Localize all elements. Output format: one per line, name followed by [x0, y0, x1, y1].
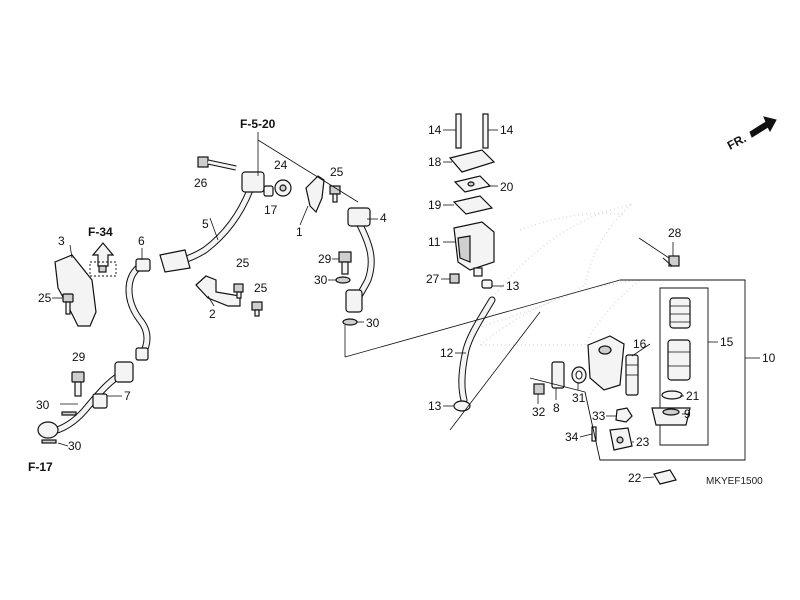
part-9-boot	[651, 407, 691, 426]
callout-25-left: 25	[38, 291, 52, 305]
callout-27: 27	[426, 272, 440, 286]
part-30-washers-left	[41, 403, 78, 447]
part-11-reservoir-tank	[453, 221, 495, 277]
callout-29-left: 29	[72, 350, 86, 364]
part-27-bolt	[449, 273, 460, 284]
callout-30-right-lower: 30	[366, 316, 380, 330]
callout-6: 6	[138, 234, 145, 248]
part-31-o-ring	[571, 366, 587, 384]
callout-28: 28	[668, 226, 682, 240]
callout-8: 8	[553, 401, 560, 415]
part-32-bolt	[533, 383, 545, 395]
callout-24: 24	[274, 158, 288, 172]
callout-20: 20	[500, 180, 514, 194]
direction-label: FR.	[725, 131, 749, 152]
wing-logo-watermark	[468, 203, 643, 346]
joint-frame	[529, 377, 700, 461]
part-28-bolt	[662, 255, 680, 267]
piston-spring	[669, 297, 691, 329]
part-23-joint	[609, 427, 633, 451]
part-6-brake-hose	[125, 258, 151, 361]
callout-26: 26	[194, 176, 208, 190]
callout-12: 12	[440, 346, 454, 360]
part-5-brake-hose	[159, 171, 265, 273]
part-15-piston-kit-frame	[659, 287, 718, 446]
part-22-clip	[653, 469, 677, 485]
ref-f34: F-34	[88, 225, 113, 239]
part-12-reservoir-hose	[458, 296, 496, 404]
callout-30-left-upper: 30	[36, 398, 50, 412]
callout-13-top: 13	[506, 279, 520, 293]
callout-17: 17	[264, 203, 278, 217]
callout-4: 4	[380, 211, 387, 225]
part-7-brake-hose	[37, 361, 134, 439]
callout-14-right: 14	[500, 123, 514, 137]
piston	[667, 339, 691, 381]
part-30-washers-right	[335, 276, 358, 326]
callout-32: 32	[532, 405, 546, 419]
part-21-circlip	[661, 390, 683, 400]
front-direction-arrow-icon	[749, 116, 777, 138]
master-cylinder-body	[587, 335, 625, 391]
f520-leader	[257, 132, 359, 203]
callout-22: 22	[628, 471, 642, 485]
part-29-banjo-bolt-right	[338, 251, 352, 275]
part-25-bolt-left	[62, 293, 74, 315]
callout-1: 1	[296, 225, 303, 239]
f34-arrow-icon	[89, 242, 117, 277]
callout-31: 31	[572, 391, 586, 405]
ref-f17: F-17	[28, 460, 53, 474]
part-13-clip-bottom	[453, 400, 471, 412]
diagram-code: MKYEF1500	[706, 476, 763, 487]
part-16-push-rod	[625, 354, 639, 396]
callout-2: 2	[209, 307, 216, 321]
callout-25-mid: 25	[236, 256, 250, 270]
part-25-bolt-top	[329, 185, 341, 203]
callout-3: 3	[58, 234, 65, 248]
callout-leaders	[52, 129, 690, 479]
callout-25-top: 25	[330, 165, 344, 179]
part-4-brake-hose	[345, 207, 375, 313]
part-8-fitting	[551, 361, 565, 389]
callout-34: 34	[565, 430, 579, 444]
part-19-diaphragm	[452, 195, 494, 215]
callout-25-lower: 25	[254, 281, 268, 295]
part-26-bolt	[197, 156, 237, 171]
part-1-hose-clamp	[305, 175, 325, 214]
part-33-nut	[615, 407, 633, 423]
part-13-clip-top	[481, 279, 493, 289]
callout-7: 7	[124, 389, 131, 403]
callout-18: 18	[428, 155, 442, 169]
callout-15: 15	[720, 335, 734, 349]
part-2-bracket	[195, 275, 241, 307]
ref-f520: F-5-20	[240, 117, 276, 131]
part-25-bolt-mid	[233, 283, 244, 299]
callout-5: 5	[202, 217, 209, 231]
part-3-bracket	[54, 244, 97, 327]
part-10-master-cylinder-frame	[620, 279, 760, 461]
part-25-bolt-lower	[251, 301, 263, 317]
part-14-screws	[455, 113, 489, 149]
callout-10: 10	[762, 351, 776, 365]
callout-13-bottom: 13	[428, 399, 442, 413]
callout-30-right-upper: 30	[314, 273, 328, 287]
part-20-diaphragm-plate	[453, 175, 492, 193]
callout-30-left-lower: 30	[68, 439, 82, 453]
part-17-collar	[263, 185, 274, 197]
callout-19: 19	[428, 198, 442, 212]
callout-21: 21	[686, 389, 700, 403]
callout-11: 11	[428, 235, 441, 249]
callout-33: 33	[592, 409, 606, 423]
callout-16: 16	[633, 337, 647, 351]
callout-23: 23	[636, 435, 650, 449]
callout-29-right: 29	[318, 252, 332, 266]
part-24-grommet	[274, 179, 292, 197]
callout-14-left: 14	[428, 123, 442, 137]
part-29-banjo-bolt-left	[71, 371, 85, 397]
part-18-reservoir-cap	[448, 149, 496, 173]
